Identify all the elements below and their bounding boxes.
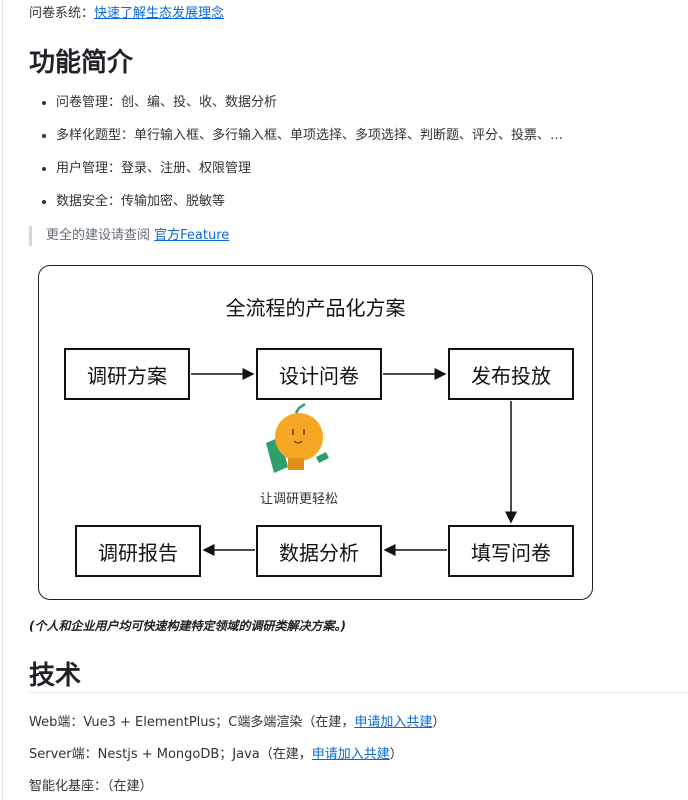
step-box: 调研方案 <box>64 348 190 400</box>
divider <box>29 692 688 693</box>
tech-text: Server端：Nestjs + MongoDB；Java（在建， <box>29 747 312 762</box>
slogan: 让调研更轻松 <box>259 492 338 507</box>
tech-line-server: Server端：Nestjs + MongoDB；Java（在建，申请加入共建） <box>29 743 403 762</box>
arrows <box>191 368 517 556</box>
feature-list: 问卷管理：创、编、投、收、数据分析 多样化题型：单行输入框、多行输入框、单项选择… <box>36 92 563 224</box>
feature-link[interactable]: 官方Feature <box>154 228 230 243</box>
flow-diagram: 全流程的产品化方案 调研方案 设计问卷 发布投放 填写问卷 数据分析 调研报告 … <box>38 265 593 600</box>
diagram-title: 全流程的产品化方案 <box>225 296 406 320</box>
tech-text: Web端：Vue3 + ElementPlus；C端多端渲染（在建， <box>29 715 355 730</box>
list-item: 用户管理：登录、注册、权限管理 <box>56 158 563 191</box>
left-border <box>2 0 3 800</box>
tech-text: ） <box>432 715 446 730</box>
list-item: 问卷管理：创、编、投、收、数据分析 <box>56 92 563 125</box>
step-box: 数据分析 <box>256 525 382 577</box>
features-heading: 功能简介 <box>29 48 134 78</box>
list-item: 数据安全：传输加密、脱敏等 <box>56 191 563 224</box>
diagram-caption: (个人和企业用户均可快速构建特定领域的调研类解决方案。) <box>29 619 346 633</box>
orange-mascot-icon <box>266 402 329 473</box>
step-box: 调研报告 <box>75 525 201 577</box>
join-link[interactable]: 申请加入共建 <box>354 715 433 730</box>
step-box: 填写问卷 <box>448 525 574 577</box>
step-box: 发布投放 <box>448 348 574 400</box>
intro-link[interactable]: 快速了解生态发展理念 <box>94 6 225 21</box>
tech-heading: 技术 <box>29 661 82 691</box>
intro-label: 问卷系统： <box>29 6 95 21</box>
list-item: 多样化题型：单行输入框、多行输入框、单项选择、多项选择、判断题、评分、投票、… <box>56 125 563 158</box>
quote-text: 更全的建设请查阅 <box>46 228 155 243</box>
intro-line: 问卷系统：快速了解生态发展理念 <box>29 2 224 21</box>
step-box: 设计问卷 <box>256 348 382 400</box>
tech-text: ） <box>389 747 403 762</box>
blockquote: 更全的建设请查阅 官方Feature <box>29 226 229 246</box>
join-link[interactable]: 申请加入共建 <box>311 747 390 762</box>
tech-line-ai: 智能化基座：（在建） <box>29 779 153 794</box>
tech-line-web: Web端：Vue3 + ElementPlus；C端多端渲染（在建，申请加入共建… <box>29 711 445 730</box>
